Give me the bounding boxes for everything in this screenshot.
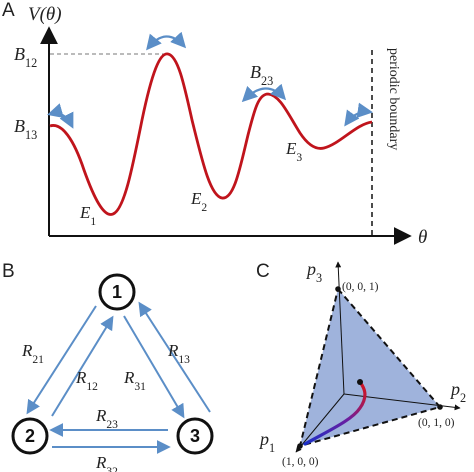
panel-a: A V(θ) θ periodic boundary B12 B13 B23 E… [2,0,427,248]
arrow-r13 [138,301,211,413]
probability-simplex [299,288,441,447]
arrow-r12 [51,315,114,417]
trajectory-endpoint [357,379,363,385]
b23-label: B23 [250,62,273,88]
e1-label: E1 [79,203,96,228]
svg-text:2: 2 [25,426,35,446]
hop-arrow-b23 [241,83,287,103]
vertex-p3-dot [335,286,341,292]
axis-label-p3: p3 [305,259,322,285]
rate-label-r32: R32 [95,453,118,472]
vertex-p1-dot [297,443,303,449]
rate-label-r21: R21 [21,341,44,366]
state-node-2: 2 [11,417,49,455]
svg-text:3: 3 [190,426,200,446]
axis-p3 [335,261,345,395]
panel-a-letter: A [2,0,15,21]
panel-b: B 1 2 3 R21 R12 R13 R31 R23 R32 [2,261,214,472]
panel-b-letter: B [2,261,15,282]
hop-arrow-b12 [146,31,187,51]
hop-arrow-b13-left [47,103,74,129]
rate-label-r23: R23 [95,406,118,431]
vertex-label-100: (1, 0, 0) [282,456,319,468]
axis-p1 [295,393,345,453]
e2-label: E2 [190,189,207,214]
energy-curve [49,52,373,216]
rate-label-r13: R13 [167,341,190,366]
vertex-label-010: (0, 1, 0) [418,417,455,429]
vertex-p2-dot [437,404,443,410]
rate-label-r31: R31 [123,368,146,393]
state-node-3: 3 [176,417,214,455]
e3-label: E3 [285,139,302,164]
arrow-r21 [26,305,97,415]
axis-label-p2: p2 [449,379,466,405]
rate-label-r12: R12 [75,368,98,393]
panel-c-letter: C [256,261,270,282]
b13-label: B13 [14,116,37,142]
b12-label: B12 [14,44,37,70]
svg-text:1: 1 [112,282,122,302]
y-axis-label: V(θ) [28,4,62,25]
hop-arrow-b13-right [344,102,374,127]
state-node-1: 1 [98,273,136,311]
periodic-boundary-label: periodic boundary [386,48,401,150]
vertex-label-001: (0, 0, 1) [342,281,379,293]
axis-label-p1: p1 [258,429,275,455]
trajectory [303,380,367,446]
arrow-r31 [123,315,185,419]
x-axis-label: θ [418,227,427,248]
panel-c: C p3 p2 p1 (0, 0, 1) (0, 1, 0) (1, 0, 0) [256,259,466,468]
